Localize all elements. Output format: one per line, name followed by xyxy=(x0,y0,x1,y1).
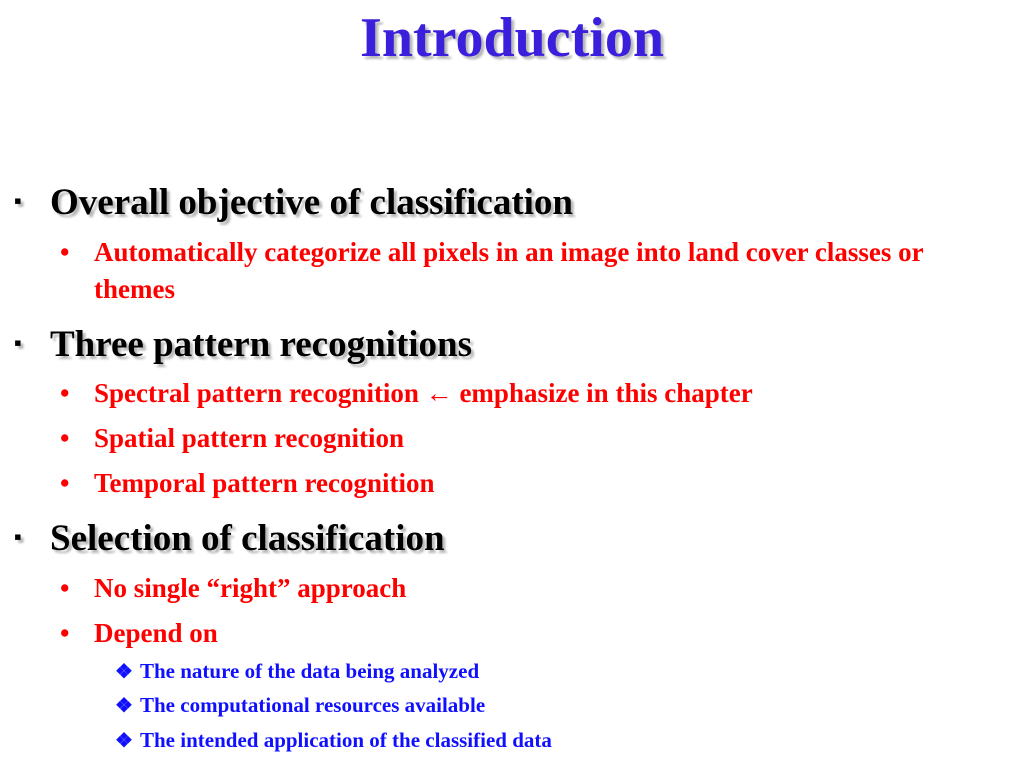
list-item-text: Automatically categorize all pixels in a… xyxy=(94,237,924,304)
list-item-text: Temporal pattern recognition xyxy=(94,468,435,498)
list-item: • Spatial pattern recognition xyxy=(60,420,1010,457)
dot-bullet-icon: • xyxy=(60,618,70,648)
sub-list-item: ❖ The nature of the data being analyzed xyxy=(115,656,479,687)
dot-bullet-icon: • xyxy=(60,468,70,498)
diamond-bullet-icon: ❖ xyxy=(115,730,133,752)
dot-bullet-icon: • xyxy=(60,573,70,603)
dot-bullet-icon: • xyxy=(60,237,70,267)
section-heading-text: Selection of classification xyxy=(50,518,445,559)
section-heading-objective: ▪ Overall objective of classification xyxy=(14,179,573,225)
section-heading-text: Overall objective of classification xyxy=(50,182,574,223)
list-item: • Depend on xyxy=(60,615,1010,652)
sub-list-item: ❖ The intended application of the classif… xyxy=(115,725,552,756)
square-bullet-icon: ▪ xyxy=(14,524,22,549)
list-item: • Spectral pattern recognition ← emphasi… xyxy=(60,375,1010,412)
diamond-bullet-icon: ❖ xyxy=(115,661,133,683)
section-heading-pattern-recognitions: ▪ Three pattern recognitions xyxy=(14,321,472,367)
section-heading-text: Three pattern recognitions xyxy=(50,324,473,365)
diamond-bullet-icon: ❖ xyxy=(115,695,133,717)
list-item: • Temporal pattern recognition xyxy=(60,465,1010,502)
sub-list-item-text: The intended application of the classifi… xyxy=(140,728,552,752)
square-bullet-icon: ▪ xyxy=(14,188,22,213)
list-item-text: Spectral pattern recognition ← emphasize… xyxy=(94,378,753,408)
sub-list-item: ❖ The computational resources available xyxy=(115,690,485,721)
list-item-text: Spatial pattern recognition xyxy=(94,423,404,453)
slide-title: Introduction xyxy=(360,7,664,69)
square-bullet-icon: ▪ xyxy=(14,330,22,355)
dot-bullet-icon: • xyxy=(60,378,70,408)
list-item: • No single “right” approach xyxy=(60,570,1010,607)
dot-bullet-icon: • xyxy=(60,423,70,453)
sub-list-item-text: The computational resources available xyxy=(140,693,486,717)
sub-list-item-text: The nature of the data being analyzed xyxy=(140,659,480,683)
section-heading-selection: ▪ Selection of classification xyxy=(14,515,445,561)
list-item: • Automatically categorize all pixels in… xyxy=(60,234,1010,308)
list-item-text: Depend on xyxy=(94,618,218,648)
list-item-text: No single “right” approach xyxy=(94,573,407,603)
